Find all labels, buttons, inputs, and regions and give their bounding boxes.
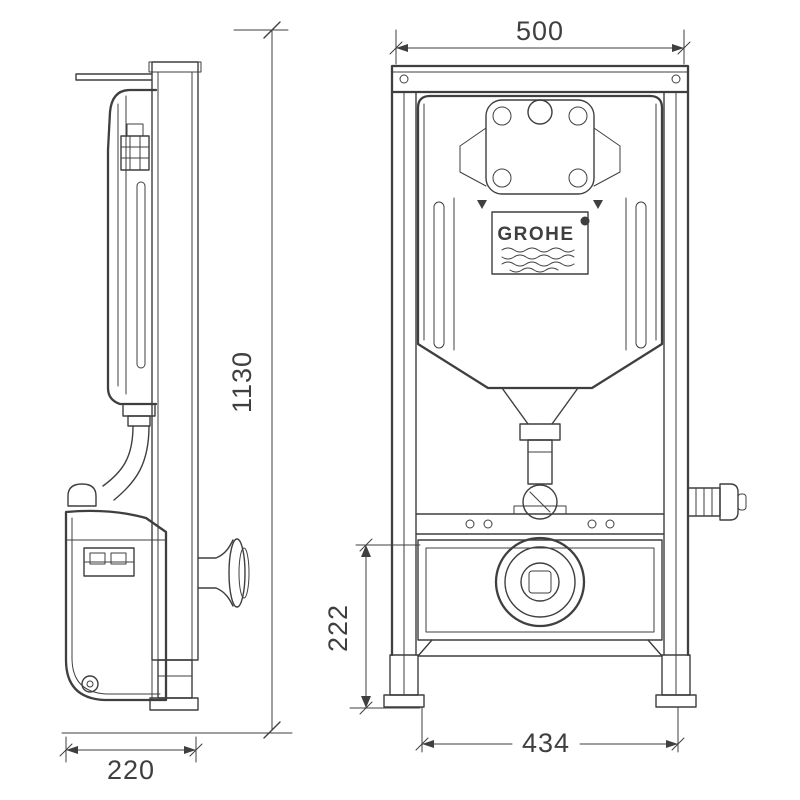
drain-section [417,536,663,657]
flush-pipe-front [519,423,561,520]
cistern-side-profile [102,88,158,501]
drain-cap [81,675,99,693]
dim-outlet-height-label: 222 [323,604,353,652]
dimension-depth: 220 [59,736,203,785]
panel-center-circle [527,99,553,125]
frame-front [390,64,690,657]
dim-bottom-width-label: 434 [522,728,570,758]
screw-left-icon [399,74,409,84]
actuator-spigot [197,538,250,608]
dim-height-label: 1130 [227,351,257,413]
fill-valve-block [120,123,150,171]
dimension-height: 1130 [227,21,289,739]
inlet-dome [67,483,97,507]
wall-anchor [687,483,747,521]
side-view [61,61,293,734]
frame-foot-side [149,659,199,711]
dim-depth-label: 220 [107,755,155,785]
registered-mark-icon [580,216,590,226]
mold-mark-left [477,200,487,209]
mounting-bracket [83,547,135,577]
dimension-top-width: 500 [389,16,691,65]
grohe-logo-box: GROHE [491,211,590,275]
dimension-bottom-width: 434 [415,706,685,758]
mold-mark-right [593,200,603,209]
screw-right-icon [671,74,681,84]
front-view: GROHE [383,64,747,708]
wall-bracket-top [75,73,153,81]
flush-pipe-side [102,403,156,501]
brand-logo-text: GROHE [497,224,574,245]
logo-waves-icon [501,247,575,273]
inspection-panel [459,99,621,195]
support-bar [415,505,665,535]
dimension-outlet-height: 222 [323,538,421,715]
frame-feet-front [383,654,697,708]
pipe-elbow-circle [522,484,558,520]
bowl-side-profile [64,483,168,702]
dim-top-width-label: 500 [516,16,564,46]
cistern-front [416,94,664,425]
drain-outlet [494,536,586,628]
frame-rail-side [148,61,202,661]
